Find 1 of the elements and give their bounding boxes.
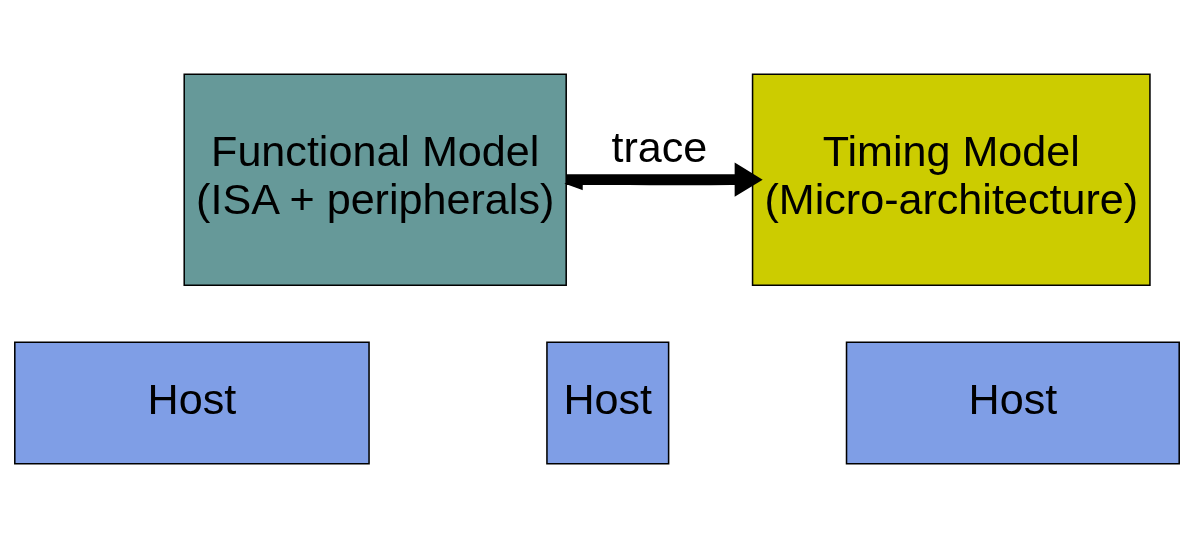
edge-label: trace [611, 122, 708, 171]
